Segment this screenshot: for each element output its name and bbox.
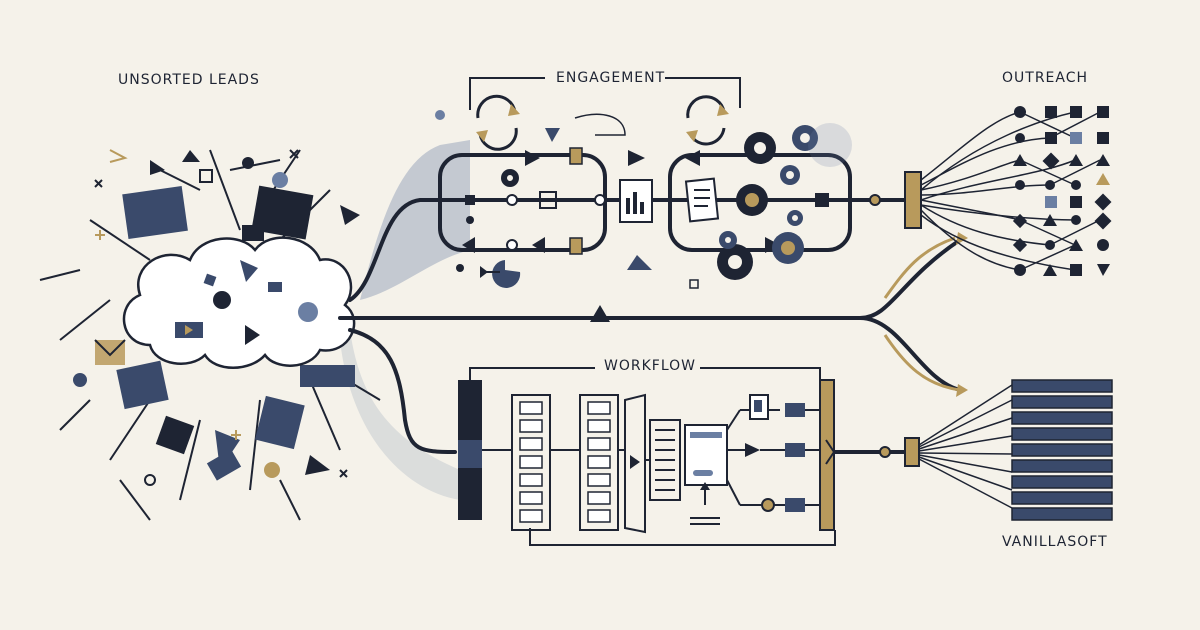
engagement-label: ENGAGEMENT [556,70,666,86]
outreach-label: OUTREACH [1002,70,1089,86]
outreach-connector [850,171,922,229]
workflow-output [819,379,920,531]
leads-cloud [122,236,356,369]
document-icon [619,179,653,223]
flow-wash-upper [360,140,470,300]
unsorted-leads-label: UNSORTED LEADS [118,72,260,88]
engagement-nodes [435,110,829,289]
workflow-input-bar [458,380,482,520]
gold-arrows [883,236,961,392]
lead-shapes [73,149,360,486]
cycle-icon [686,95,729,146]
vanillasoft-fanout [918,384,1013,509]
outreach-fanout [920,111,1101,271]
balance-marker [590,305,610,322]
document-icon [684,177,720,223]
vanillasoft-label: VANILLASOFT [1002,534,1108,550]
arrowhead-down [956,384,968,397]
flow-wash-lower [340,330,460,500]
engagement-frame [469,77,741,110]
workflow-label: WORKFLOW [604,358,696,374]
cycle-icon [476,94,520,151]
cloud-contents [175,260,318,345]
workflow-frame [469,367,836,546]
workflow-markers [630,394,805,512]
gear-wash [808,123,852,167]
workflow-stripes [655,429,675,491]
arrowhead-up [956,232,968,245]
gear-icon [501,125,818,280]
vanillasoft-stack [1011,379,1113,521]
workflow-cells [519,401,611,523]
